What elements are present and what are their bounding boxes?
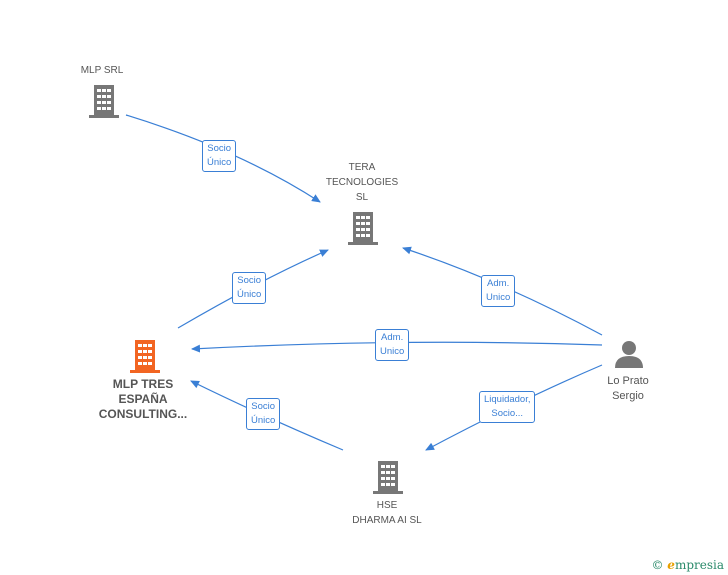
edge-label-liquidador-socio[interactable]: Liquidador, Socio...	[479, 391, 536, 423]
hse-building-icon	[373, 461, 403, 494]
mlp-srl-building-icon	[89, 85, 119, 118]
edge-label-adm-unico-1[interactable]: Adm. Unico	[481, 275, 516, 307]
empresia-footer[interactable]: © empresia	[651, 558, 724, 572]
edge-label-socio-unico-2[interactable]: Socio Único	[232, 272, 267, 304]
node-label-hse[interactable]: HSE DHARMA AI SL	[352, 500, 422, 526]
edge-label-socio-unico-1[interactable]: Socio Único	[202, 140, 237, 172]
node-label-mlp-tres[interactable]: MLP TRES ESPAÑA CONSULTING...	[98, 377, 188, 421]
person-icon	[615, 341, 643, 368]
brand-logo-text: mpresia	[674, 558, 724, 572]
node-label-tera[interactable]: TERA TECNOLOGIES SL	[325, 162, 399, 203]
tera-building-icon	[348, 212, 378, 245]
node-label-mlp-srl[interactable]: MLP SRL	[80, 65, 124, 76]
copyright-icon: ©	[651, 558, 664, 572]
mlp-tres-building-icon	[130, 340, 160, 373]
brand-logo-e: e	[667, 558, 675, 572]
edge-label-socio-unico-3[interactable]: Socio Único	[246, 398, 281, 430]
node-label-person[interactable]: Lo Prato Sergio	[607, 375, 649, 402]
edge-label-adm-unico-2[interactable]: Adm. Unico	[375, 329, 410, 361]
